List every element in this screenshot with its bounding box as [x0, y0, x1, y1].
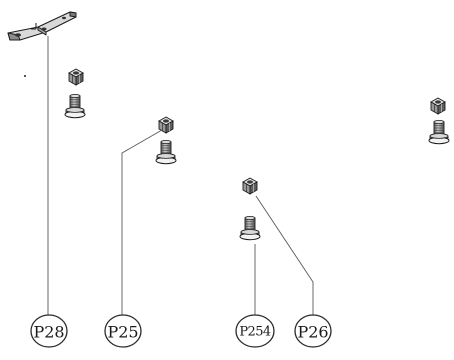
callout-label-p25: P25: [107, 323, 138, 342]
callout-label-p28: P28: [33, 323, 64, 342]
callout-p26: P26: [294, 314, 332, 348]
callout-p254: P254: [235, 314, 275, 348]
square-nut-part: [68, 68, 84, 86]
threaded-standoff-part: [155, 139, 177, 165]
dot-mark: [24, 75, 26, 77]
leader-line-p25: [121, 129, 163, 315]
threaded-standoff-part: [239, 215, 261, 241]
callout-p25: P25: [104, 314, 142, 348]
leader-line-p26: [255, 195, 314, 315]
square-nut-part: [242, 177, 258, 195]
threaded-standoff-part: [428, 119, 450, 145]
square-nut-part: [430, 97, 446, 115]
callout-label-p254: P254: [239, 325, 270, 340]
bracket-part: [7, 11, 77, 41]
callout-p28: P28: [30, 314, 68, 348]
leader-lines: [47, 36, 314, 315]
threaded-standoff-part: [64, 93, 86, 119]
callout-label-p26: P26: [297, 323, 328, 342]
